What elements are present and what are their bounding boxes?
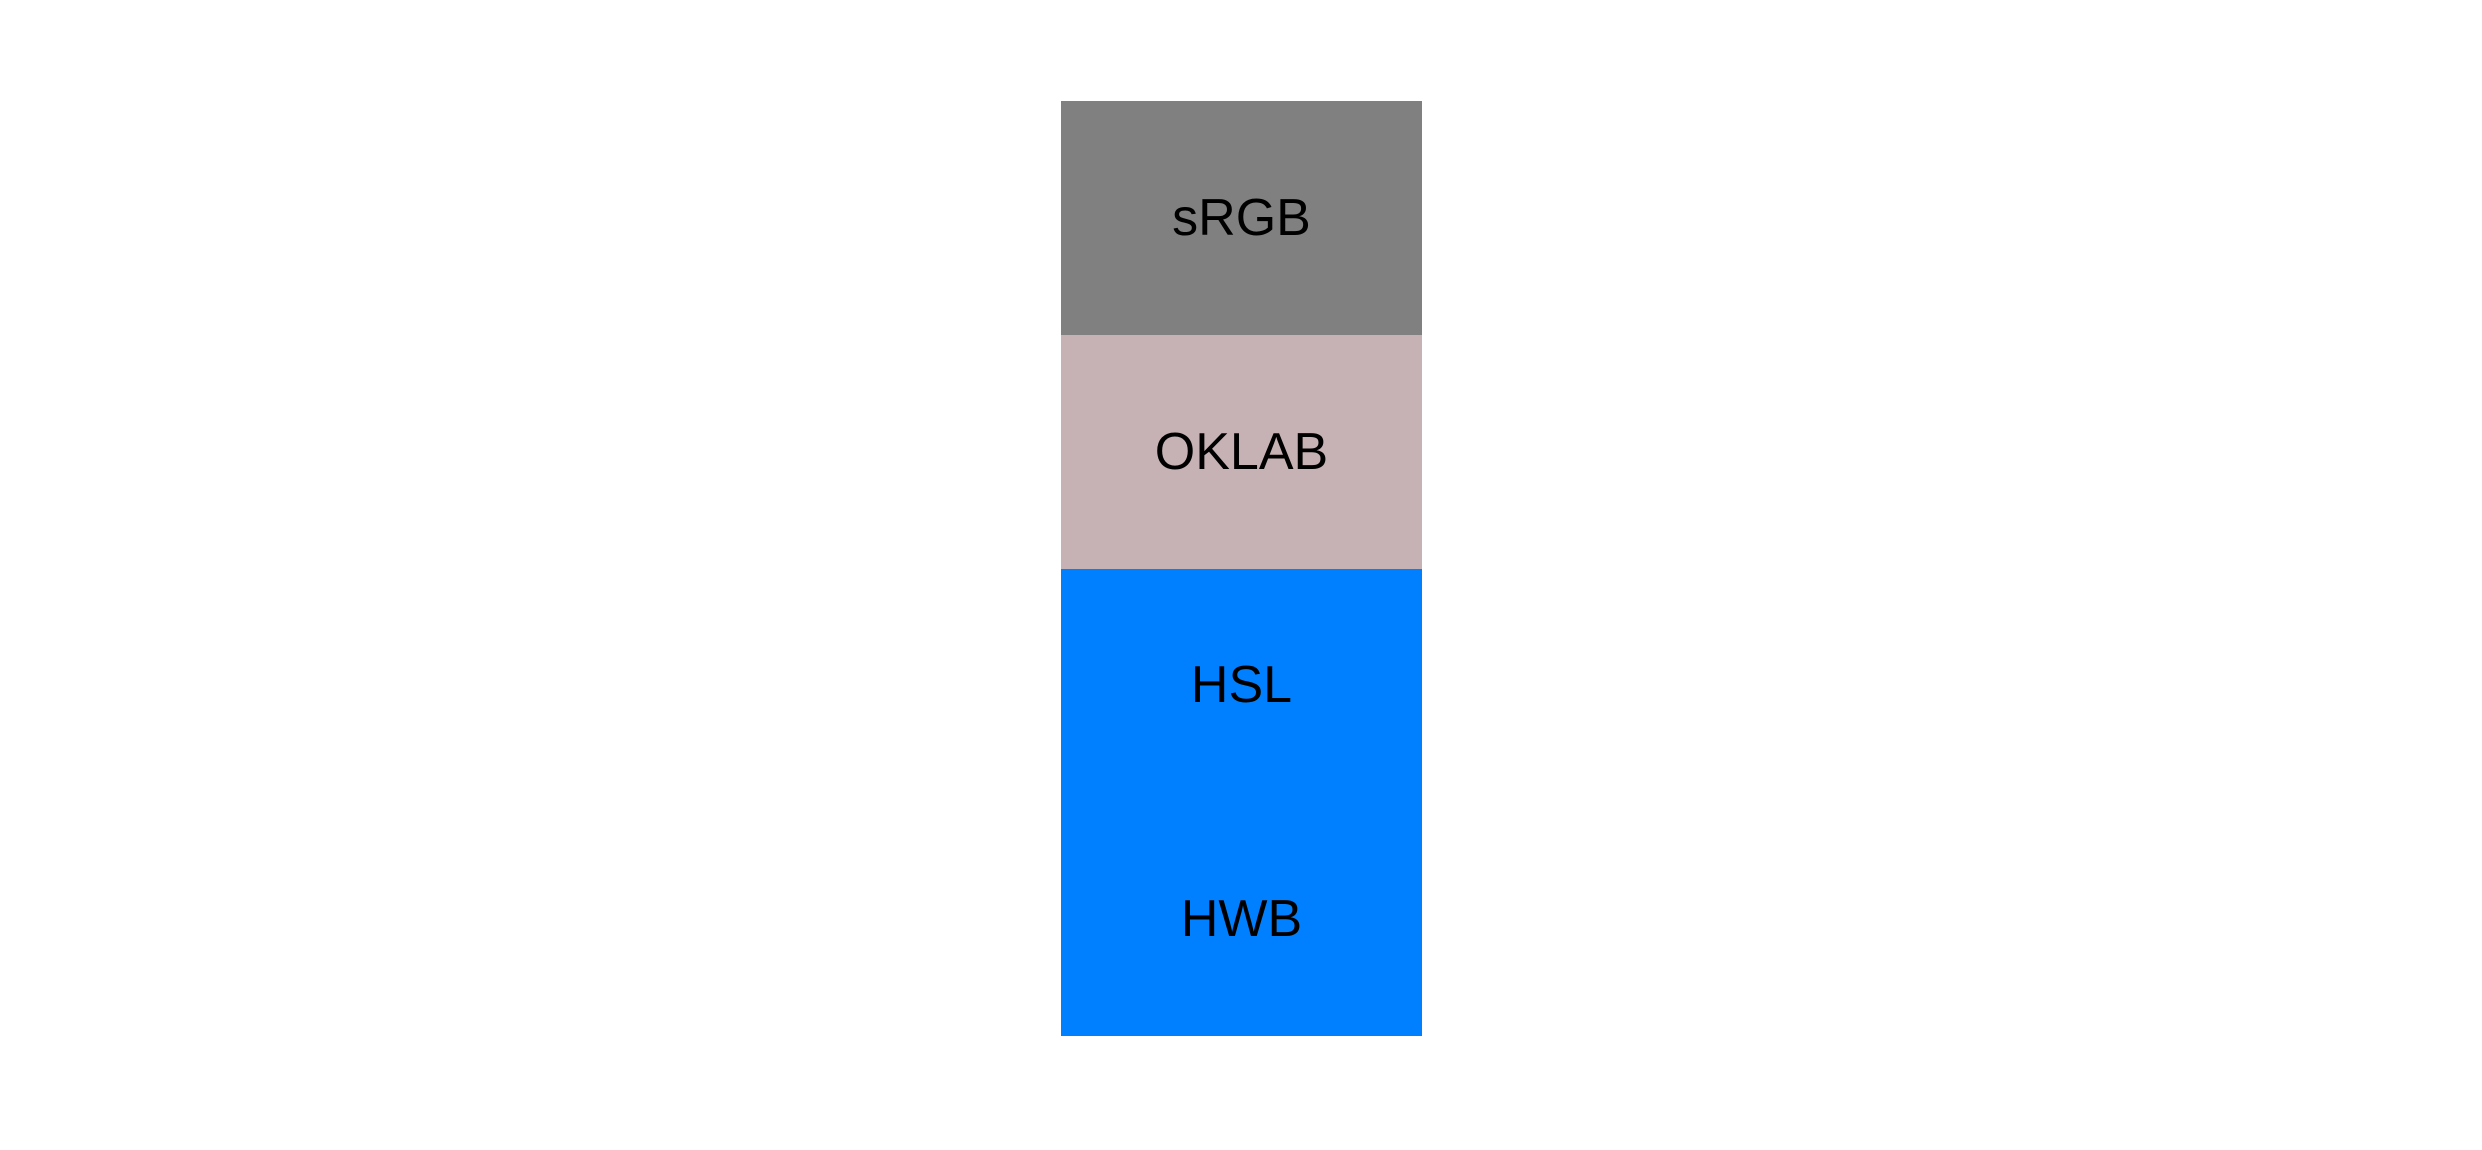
swatch-label-oklab: OKLAB [1154, 422, 1329, 481]
swatch-label-hwb: HWB [1180, 890, 1303, 949]
swatch-hsl: HSL [1061, 568, 1422, 803]
swatch-label-srgb: sRGB [1172, 188, 1311, 247]
swatch-label-hsl: HSL [1190, 656, 1293, 715]
swatch-oklab: OKLAB [1061, 334, 1422, 569]
color-space-swatch-stack: sRGB OKLAB HSL HWB [1061, 101, 1422, 1036]
swatch-hwb: HWB [1061, 802, 1422, 1036]
swatch-srgb: sRGB [1061, 101, 1422, 335]
